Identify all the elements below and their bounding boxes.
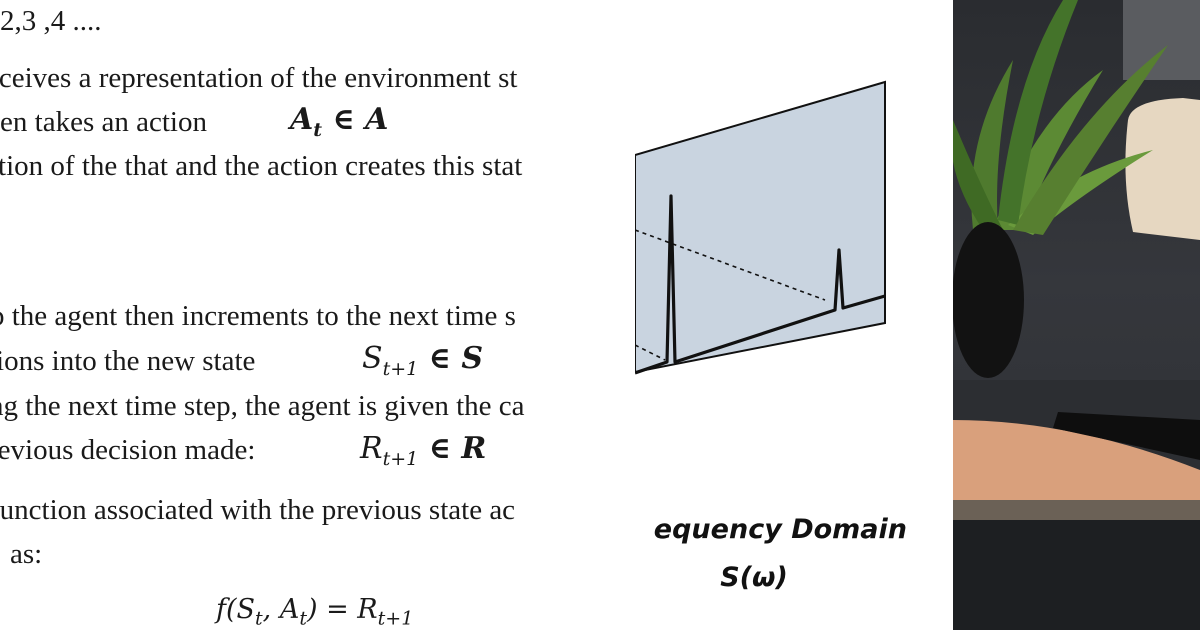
doc-line: tions into the new state	[0, 345, 256, 377]
vase	[953, 222, 1024, 378]
math-function: f(St, At) = Rt+1	[216, 594, 414, 630]
math-reward: Rt+1 ∈ R	[360, 431, 487, 470]
photo-illustration	[953, 0, 1200, 630]
plant-leaves	[953, 0, 1168, 235]
frequency-diagram	[635, 80, 886, 375]
doc-line: as:	[10, 538, 43, 570]
phone	[1053, 412, 1200, 460]
spectrum-line	[635, 194, 886, 375]
background-window	[1123, 0, 1200, 80]
doc-line: p the agent then increments to the next …	[0, 300, 516, 332]
diagram-caption-title: equency Domain	[653, 514, 907, 545]
dashed-guide-lower	[635, 344, 666, 361]
laptop-edge	[953, 500, 1200, 520]
frequency-plane	[635, 80, 886, 374]
photo-panel	[953, 0, 1200, 630]
diagram-panel: equency Domain S(ω)	[635, 0, 953, 630]
document-panel: 2,3 ,4 .... eceives a representation of …	[0, 5, 525, 630]
doc-line: ien takes an action	[0, 106, 207, 138]
lamp-shade	[1125, 98, 1200, 240]
laptop-base	[953, 520, 1200, 630]
math-state: St+1 ∈ S	[362, 341, 483, 380]
doc-line: ng the next time step, the agent is give…	[0, 390, 525, 422]
doc-line: revious decision made:	[0, 434, 256, 466]
math-action: At ∈ A	[290, 102, 389, 141]
doc-line: eceives a representation of the environm…	[0, 62, 518, 94]
doc-line: 2,3 ,4 ....	[0, 5, 102, 37]
doc-line: ition of the that and the action creates…	[0, 150, 523, 182]
diagram-caption-symbol: S(ω)	[720, 562, 788, 593]
doc-line: function associated with the previous st…	[0, 494, 516, 526]
dashed-guide-upper	[635, 229, 826, 301]
